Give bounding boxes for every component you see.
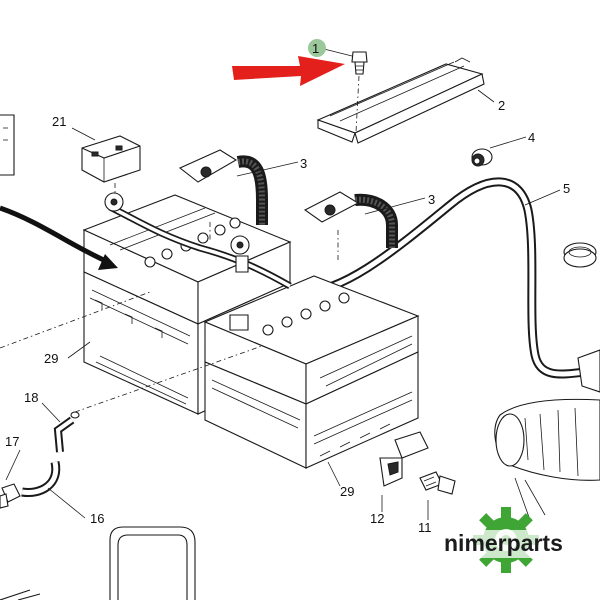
frame-rail-inner bbox=[117, 534, 188, 600]
battery-right-caps bbox=[262, 292, 350, 336]
callout-leaders bbox=[5, 47, 561, 520]
watermark-text: nimerparts bbox=[444, 530, 563, 556]
callout-16: 16 bbox=[90, 511, 104, 526]
callout-17: 17 bbox=[5, 434, 19, 449]
terminal-clamps bbox=[104, 192, 250, 331]
callout-2: 2 bbox=[498, 98, 505, 113]
callout-3a: 3 bbox=[300, 156, 307, 171]
black-pointer-arrow bbox=[0, 205, 110, 265]
frame-rail-outer bbox=[109, 526, 196, 600]
callout-18: 18 bbox=[24, 390, 38, 405]
bracket-part-12 bbox=[379, 431, 429, 487]
battery-cables-part-3 bbox=[178, 149, 398, 248]
battery-cover-channel bbox=[316, 57, 485, 144]
callout-29a: 29 bbox=[44, 351, 58, 366]
left-frame-detail bbox=[3, 127, 8, 141]
callout-3b: 3 bbox=[428, 192, 435, 207]
screw-part-11 bbox=[419, 471, 456, 495]
dash-leader-left bbox=[0, 291, 151, 349]
dash-leader-18 bbox=[74, 345, 263, 413]
starter-motor-fragment bbox=[494, 398, 600, 521]
nimerparts-logo: nimerparts bbox=[440, 507, 590, 573]
hose-elbow-part-18 bbox=[53, 411, 80, 453]
callout-21: 21 bbox=[52, 114, 66, 129]
left-frame-fragment bbox=[0, 114, 15, 176]
cable-ring-fitting bbox=[563, 242, 597, 268]
main-cable-part-5 bbox=[293, 177, 600, 393]
callout-4: 4 bbox=[528, 130, 535, 145]
bolt-part-1 bbox=[351, 51, 368, 133]
hose-part-16 bbox=[21, 461, 61, 498]
callout-5: 5 bbox=[563, 181, 570, 196]
battery-right bbox=[203, 275, 420, 469]
callout-29b: 29 bbox=[340, 484, 354, 499]
callout-1: 1 bbox=[312, 41, 319, 56]
red-pointer-arrow bbox=[232, 56, 345, 86]
grommet-part-4 bbox=[471, 148, 493, 167]
callout-1-highlight bbox=[308, 39, 326, 57]
frame-corner bbox=[0, 589, 41, 600]
callout-12: 12 bbox=[370, 511, 384, 526]
callout-11: 11 bbox=[418, 520, 432, 535]
fitting-part-17 bbox=[0, 483, 21, 509]
terminal-cover-part-21 bbox=[81, 135, 141, 195]
